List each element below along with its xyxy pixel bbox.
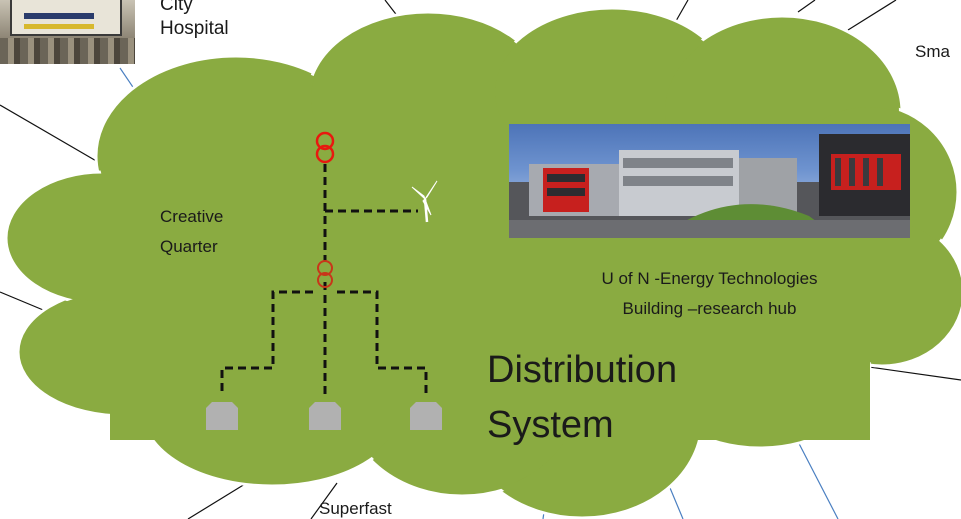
city-hospital-label-line: City xyxy=(160,0,193,15)
connector-line xyxy=(187,483,246,519)
superfast-label-partial: Superfast xyxy=(319,499,392,518)
house-icon xyxy=(410,402,442,430)
creative-quarter-label-line: Creative xyxy=(160,207,224,226)
car-park xyxy=(0,38,135,64)
feeder-line xyxy=(337,290,428,395)
connector-line xyxy=(847,0,897,31)
building-illustration xyxy=(509,134,910,238)
cloud-fill-core xyxy=(9,11,961,515)
smart-label-partial: Sma xyxy=(915,42,950,61)
energy-technologies-building-photo xyxy=(509,124,910,238)
distribution-system-label-line: System xyxy=(487,404,614,446)
connector-line xyxy=(0,104,99,163)
house-icon xyxy=(206,402,238,430)
connector-line xyxy=(797,0,816,13)
connector-line xyxy=(791,429,839,519)
transformer-icon xyxy=(317,260,333,288)
distribution-system-label: Distribution System xyxy=(487,343,677,453)
city-hospital-photo xyxy=(0,0,135,64)
sign-band xyxy=(24,24,94,29)
transformer-icon xyxy=(315,131,335,164)
house-icon xyxy=(309,402,341,430)
feeder-line xyxy=(220,290,313,395)
wind-turbine-icon xyxy=(411,180,438,223)
city-hospital-label-line: Hospital xyxy=(160,18,229,39)
feeder-network xyxy=(220,164,428,395)
sign-band xyxy=(24,13,94,19)
energy-technologies-building-label: U of N -Energy Technologies Building –re… xyxy=(509,264,910,324)
etb-label-line: Building –research hub xyxy=(622,299,797,318)
creative-quarter-label: Creative Quarter xyxy=(160,202,223,262)
connector-line xyxy=(310,482,338,519)
distribution-system-label-line: Distribution xyxy=(487,349,678,391)
connector-line xyxy=(0,291,49,313)
creative-quarter-label-line: Quarter xyxy=(160,237,218,256)
city-hospital-label: City Hospital xyxy=(160,0,229,41)
etb-label-line: U of N -Energy Technologies xyxy=(601,269,818,288)
